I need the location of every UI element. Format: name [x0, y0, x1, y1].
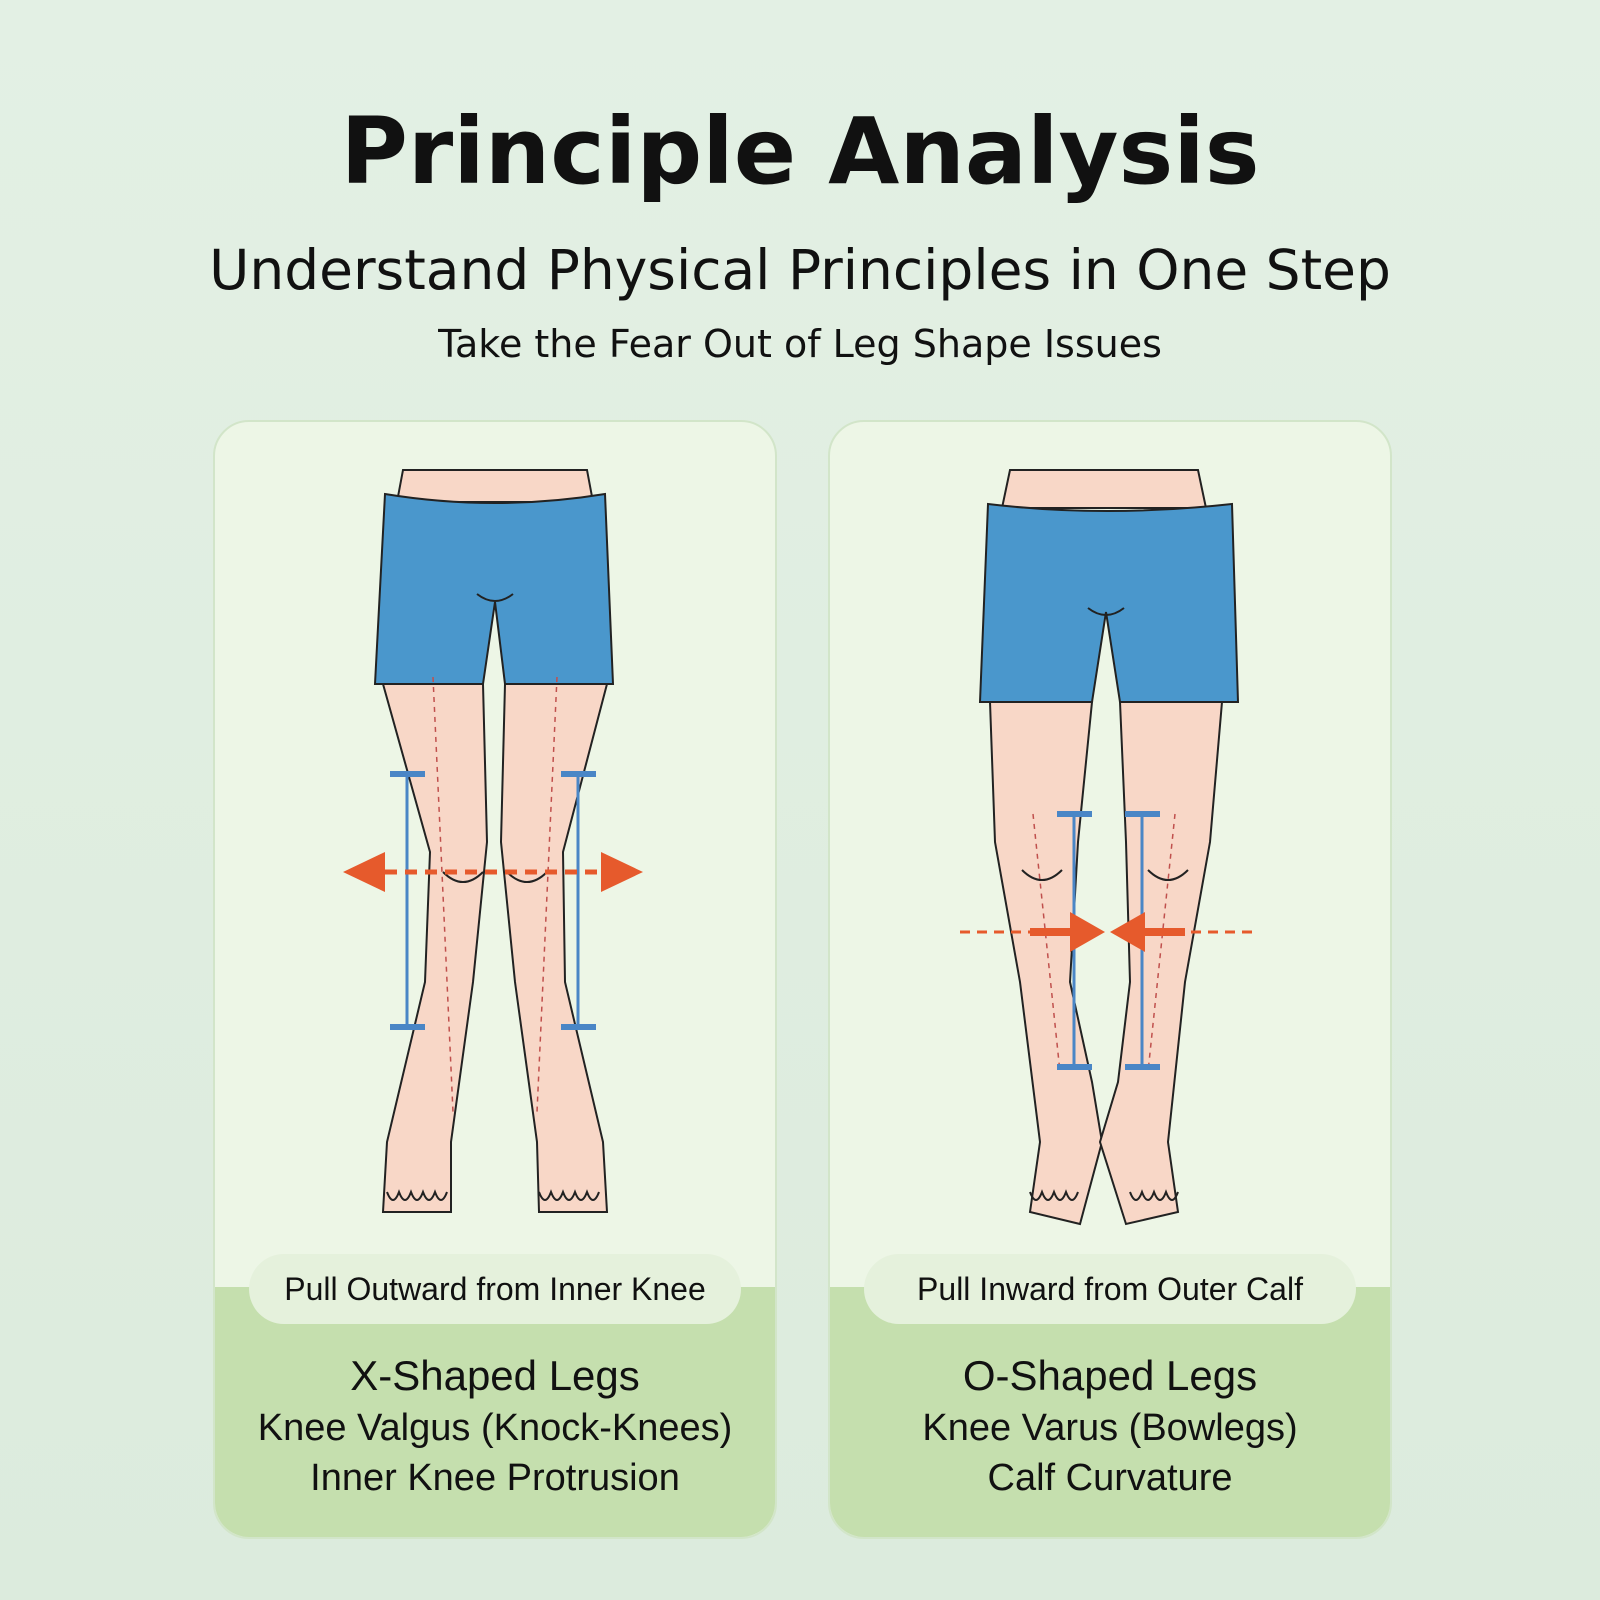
instruction-pill: Pull Inward from Outer Calf [864, 1254, 1356, 1324]
left-leg [381, 683, 489, 1213]
right-leg [1098, 701, 1224, 1226]
card-o-shaped-legs: Pull Inward from Outer Calf O-Shaped Leg… [828, 420, 1392, 1539]
leg-type-name: X-Shaped Legs [350, 1352, 640, 1399]
x-legs-illustration [343, 469, 643, 1213]
card-footer [215, 1287, 775, 1537]
instruction-pill: Pull Outward from Inner Knee [249, 1254, 741, 1324]
leg-condition: Knee Valgus (Knock-Knees) [257, 1407, 733, 1449]
leg-symptom: Calf Curvature [987, 1457, 1233, 1499]
page-subtitle: Understand Physical Principles in One St… [209, 238, 1391, 302]
arrow-left-icon [1110, 912, 1145, 952]
left-brace [390, 771, 425, 1030]
page-title: Principle Analysis [340, 98, 1260, 205]
left-leg [988, 701, 1104, 1226]
shorts [978, 502, 1240, 703]
arrow-right-icon [601, 852, 643, 892]
leg-condition: Knee Varus (Bowlegs) [922, 1407, 1298, 1449]
right-leg [499, 683, 609, 1213]
page-tagline: Take the Fear Out of Leg Shape Issues [438, 322, 1162, 366]
arrow-right-icon [1070, 912, 1105, 952]
leg-type-name: O-Shaped Legs [962, 1352, 1258, 1399]
shorts [373, 492, 615, 685]
arrow-left-icon [343, 852, 385, 892]
card-footer [830, 1287, 1390, 1537]
right-brace [561, 771, 596, 1030]
leg-symptom: Inner Knee Protrusion [310, 1457, 680, 1499]
card-x-shaped-legs: Pull Outward from Inner Knee X-Shaped Le… [213, 420, 777, 1539]
o-legs-illustration [960, 469, 1255, 1226]
